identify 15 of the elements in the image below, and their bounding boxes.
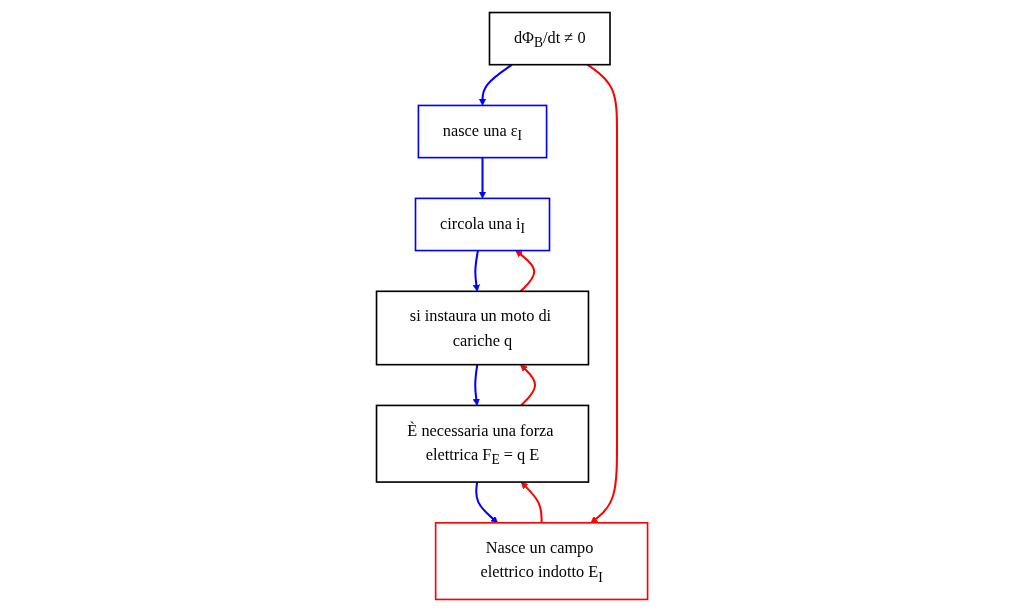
arrow xyxy=(473,364,481,406)
arrow xyxy=(479,157,487,199)
arrow xyxy=(475,481,499,524)
node-box: dΦ$_{B}$/dt ≠ 0 xyxy=(489,11,612,66)
node-box: Nasce un campo elettrico indotto E$_{I}$ xyxy=(435,522,649,601)
arrow xyxy=(521,481,544,523)
arrow xyxy=(473,250,481,292)
node-box: si instaura un moto di cariche q xyxy=(376,290,590,366)
arrow xyxy=(479,63,514,106)
arrow xyxy=(587,63,619,524)
arrow xyxy=(520,364,537,407)
node-box: È necessaria una forza elettrica F$_{E}$ = q E xyxy=(376,404,590,483)
node-box: nasce una ε$_{I}$ xyxy=(418,104,548,159)
arrow xyxy=(515,250,536,293)
node-box: circola una i$_{I}$ xyxy=(415,197,551,252)
